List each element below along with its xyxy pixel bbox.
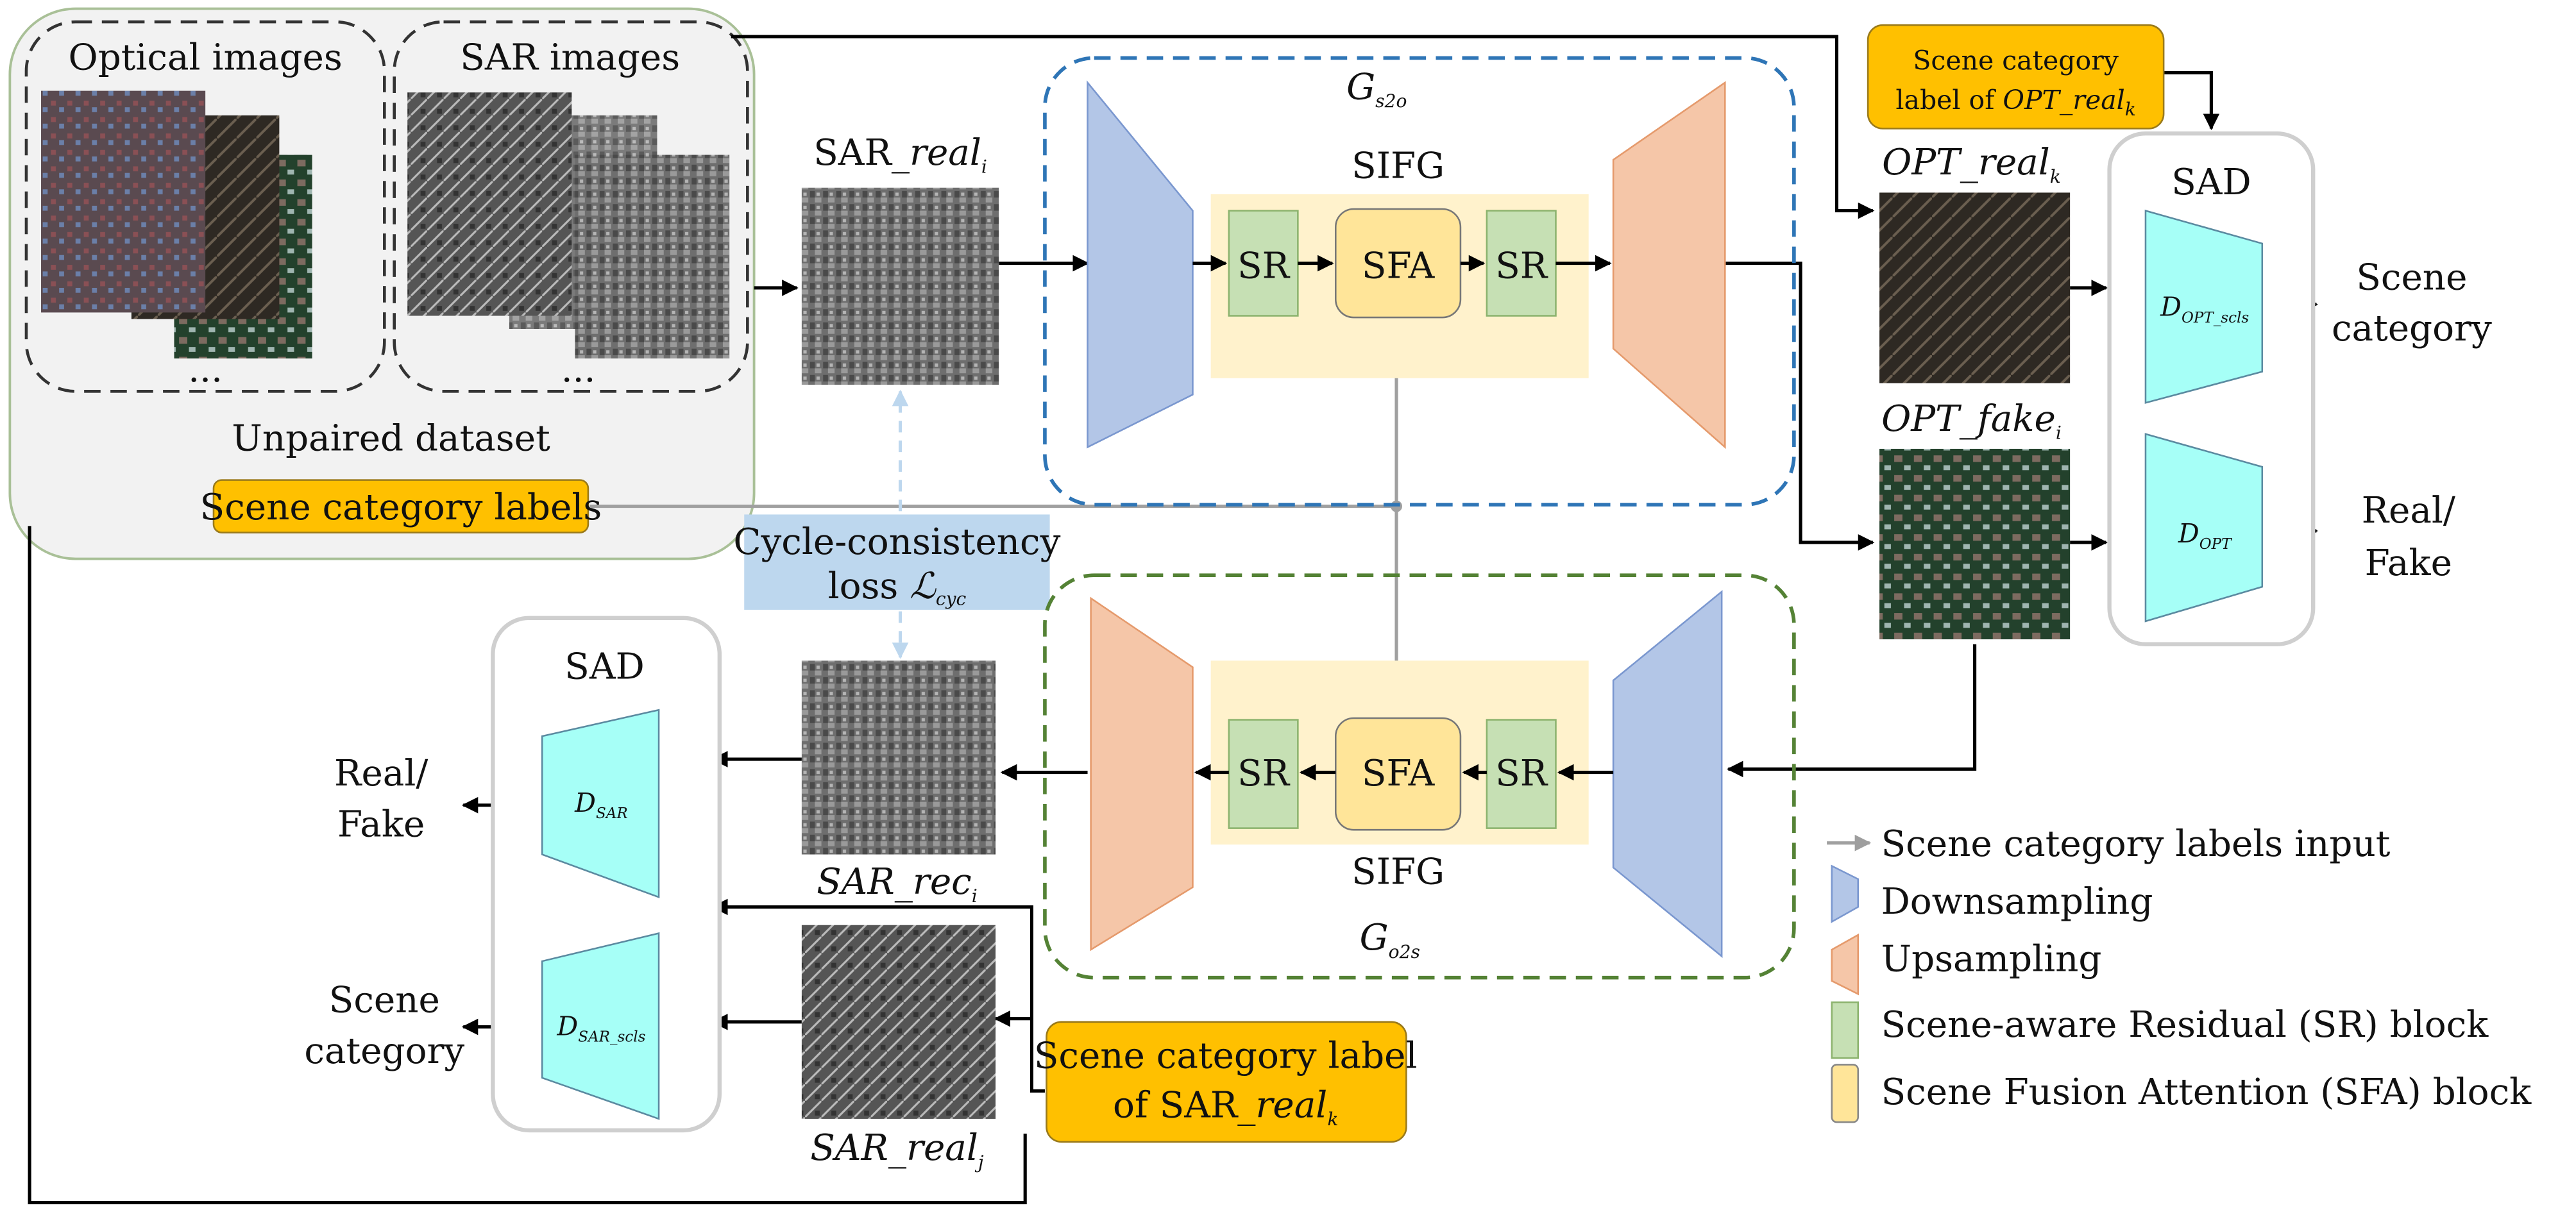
sad-left: SAD DSAR DSAR_scls Real/ Fake Scene cate… [304,616,722,1133]
sad-right: SAD DOPT_scls DOPT Scene category Real/ … [2107,131,2492,646]
svg-text:Upsampling: Upsampling [1881,938,2102,980]
svg-text:Scene: Scene [329,979,440,1021]
downsampling-encoder [1087,80,1194,449]
sar-image-1 [407,92,572,316]
sr-block-swatch-icon [1831,1001,1860,1059]
opt-fake-to-go2s-arrow [1726,644,1977,778]
opt-label-to-sad-arrow [2162,71,2220,131]
svg-text:Downsampling: Downsampling [1881,881,2153,923]
svg-text:SAD: SAD [564,646,644,688]
svg-text:category: category [2332,308,2492,349]
dataset-to-sar-real-j-path [28,526,1027,1205]
discriminator-opt [2144,433,2264,623]
svg-text:SR: SR [1237,753,1291,794]
svg-text:of SAR_realk: of SAR_realk [1113,1084,1338,1130]
opt-label-badge: Scene category label of OPT_realk [1867,24,2165,130]
sfa-block-top [1334,208,1462,319]
svg-text:SR: SR [1237,246,1291,287]
opt-fake-i-image [1879,448,2071,640]
upsampling-trapezoid-icon [1831,933,1860,996]
gs2o-to-opt-fake-arrow [1725,261,1875,551]
svg-text:SAR_reci: SAR_reci [817,861,978,907]
svg-text:DSAR_scls: DSAR_scls [556,1011,645,1045]
discriminator-sar-scls [541,932,660,1120]
legend-item-label-input: Scene category labels input [1827,823,2391,865]
sar-label-to-sad-arrow [711,898,1045,1093]
dataset-to-opt-real-arrow [731,35,1875,219]
svg-text:DOPT_scls: DOPT_scls [2160,292,2249,326]
sar-real-i-image [801,187,999,385]
svg-text:SFA: SFA [1362,753,1436,794]
sifg-label-bottom: SIFG [1352,851,1445,893]
svg-text:category: category [304,1030,464,1072]
sr-block-bottom-left [1228,719,1299,829]
sr-block-bottom-right [1486,719,1557,829]
svg-text:SR: SR [1495,246,1548,287]
svg-text:Go2s: Go2s [1360,917,1420,962]
downsampling-trapezoid-icon [1831,864,1860,923]
sfa-block-swatch-icon [1831,1064,1860,1123]
svg-text:SAR_realj: SAR_realj [810,1127,984,1173]
sar-real-i: SAR_reali [801,132,999,385]
svg-text:Cycle-consistency: Cycle-consistency [733,521,1060,563]
legend-item-sfa-block: Scene Fusion Attention (SFA) block [1831,1064,2532,1123]
sr-block-top-left [1228,210,1299,317]
generator-s2o: Gs2o SIFG SR SFA SR [1043,56,1796,507]
sifg-label-top: SIFG [1352,145,1445,187]
svg-text:Fake: Fake [337,803,425,845]
optical-images-title: Optical images [69,37,343,78]
connectors [28,35,2318,1205]
downsampling-encoder [1612,590,1723,959]
svg-text:loss ℒcyc: loss ℒcyc [828,566,967,609]
svg-text:Scene-aware Residual (SR) bloc: Scene-aware Residual (SR) block [1881,1004,2489,1046]
scene-category-labels-badge [212,479,589,533]
svg-text:Fake: Fake [2365,542,2452,584]
legend-item-downsampling: Downsampling [1831,864,2153,923]
upsampling-decoder [1612,81,1726,449]
legend-item-sr-block: Scene-aware Residual (SR) block [1831,1001,2489,1059]
sfa-block-bottom [1334,717,1462,831]
optical-image-city [41,90,206,313]
unpaired-dataset-panel: Optical images SAR images ... ... Unpair… [8,7,756,560]
svg-text:OPT_realk: OPT_realk [1882,142,2061,187]
legend-item-upsampling: Upsampling [1831,933,2102,996]
sar-real-j-image [801,925,996,1119]
svg-text:OPT_fakei: OPT_fakei [1881,398,2062,444]
generator-o2s: SR SFA SR SIFG Go2s [1043,573,1796,980]
cycle-consistency-loss: Cycle-consistency loss ℒcyc [733,389,1061,659]
svg-text:DOPT: DOPT [2178,518,2232,553]
sar-rec-i: SAR_reci [801,660,996,907]
svg-text:Real/: Real/ [334,753,428,794]
sar-real-j: SAR_realj [801,925,996,1173]
opt-fake-i: OPT_fakei [1879,398,2071,640]
optical-ellipsis: ... [188,349,223,390]
sr-block-top-right [1486,210,1557,317]
svg-text:SFA: SFA [1362,246,1436,287]
unpaired-dataset-caption: Unpaired dataset [232,418,550,460]
svg-text:Real/: Real/ [2362,490,2455,532]
sar-label-badge: Scene category label of SAR_realk [1034,1021,1418,1143]
discriminator-opt-scls [2144,209,2264,404]
sar-ellipsis: ... [561,349,596,390]
discriminator-sar [541,709,660,899]
svg-text:Scene category label: Scene category label [1034,1036,1418,1077]
svg-text:SAR_reali: SAR_reali [813,132,987,178]
svg-text:label of OPT_realk: label of OPT_realk [1895,85,2135,120]
sar-images-title: SAR images [460,37,680,78]
svg-text:Scene category: Scene category [1913,45,2119,76]
upsampling-decoder [1090,596,1194,952]
svg-text:SAD: SAD [2171,162,2251,203]
svg-text:SR: SR [1495,753,1548,794]
svg-text:Gs2o: Gs2o [1346,66,1407,112]
svg-text:Scene: Scene [2356,257,2467,299]
opt-real-k-image [1879,192,2071,383]
svg-text:Scene category labels input: Scene category labels input [1881,823,2391,865]
opt-real-k: OPT_realk [1879,142,2071,383]
svg-text:Scene Fusion Attention (SFA) b: Scene Fusion Attention (SFA) block [1881,1071,2532,1113]
optical-images-group [24,20,386,393]
scene-category-labels-text: Scene category labels [200,487,602,528]
legend: Scene category labels input Downsampling… [1827,823,2532,1123]
svg-text:DSAR: DSAR [574,787,628,822]
sar-rec-i-image [801,660,996,855]
